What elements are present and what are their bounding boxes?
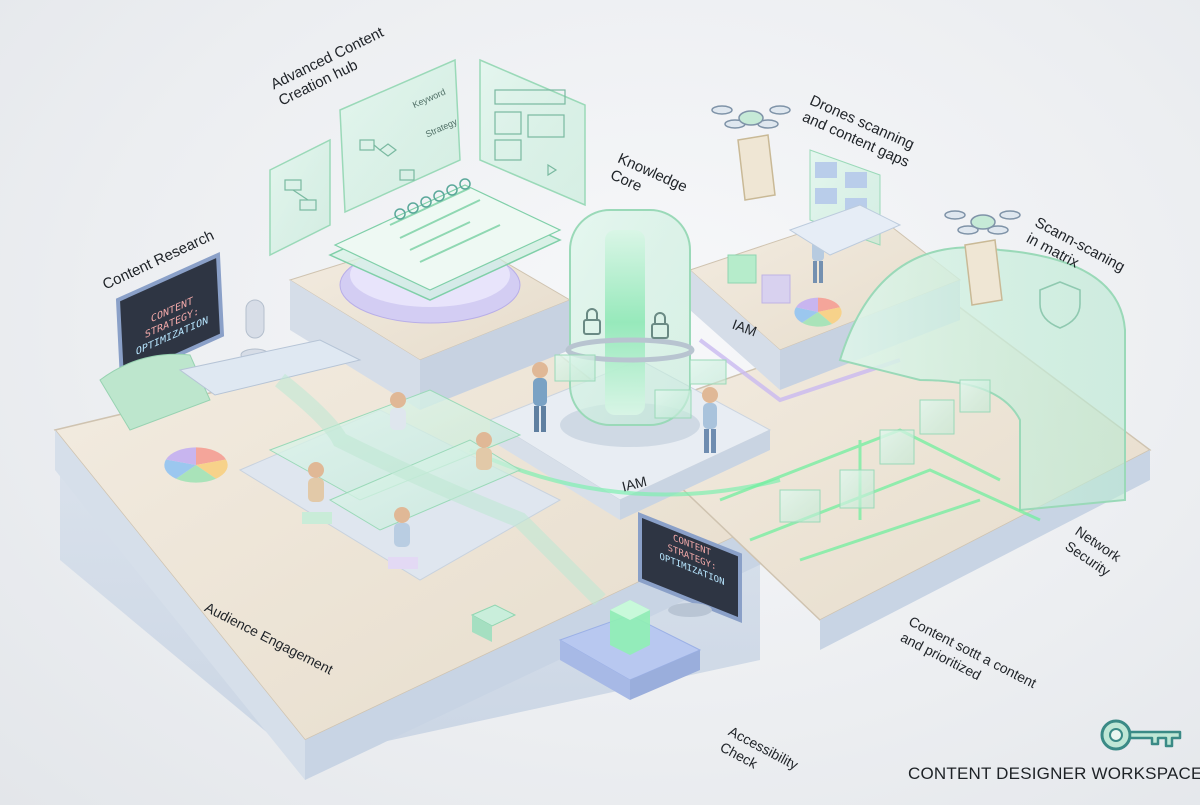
people-figures [302, 223, 825, 569]
floating-panels-hub [269, 58, 586, 257]
iam-top-details [727, 149, 902, 327]
glowing-cube-pedestal [558, 600, 702, 700]
knowledge-core [469, 209, 781, 520]
drone-right [944, 210, 1021, 306]
floating-cards-core [554, 354, 727, 419]
footer-title: CONTENT DESIGNER WORKSPACE [908, 764, 1200, 783]
right-monitor [638, 512, 742, 623]
flowchart-sketch [284, 89, 566, 211]
network-security-dome [719, 246, 1126, 562]
audience-engagement-area [238, 373, 606, 606]
pie-chart-left [164, 447, 228, 483]
small-device [470, 604, 517, 642]
notebook-illustration [328, 178, 562, 301]
drone-top [711, 105, 791, 201]
left-monitor [99, 251, 362, 431]
key-icon [1100, 719, 1182, 751]
